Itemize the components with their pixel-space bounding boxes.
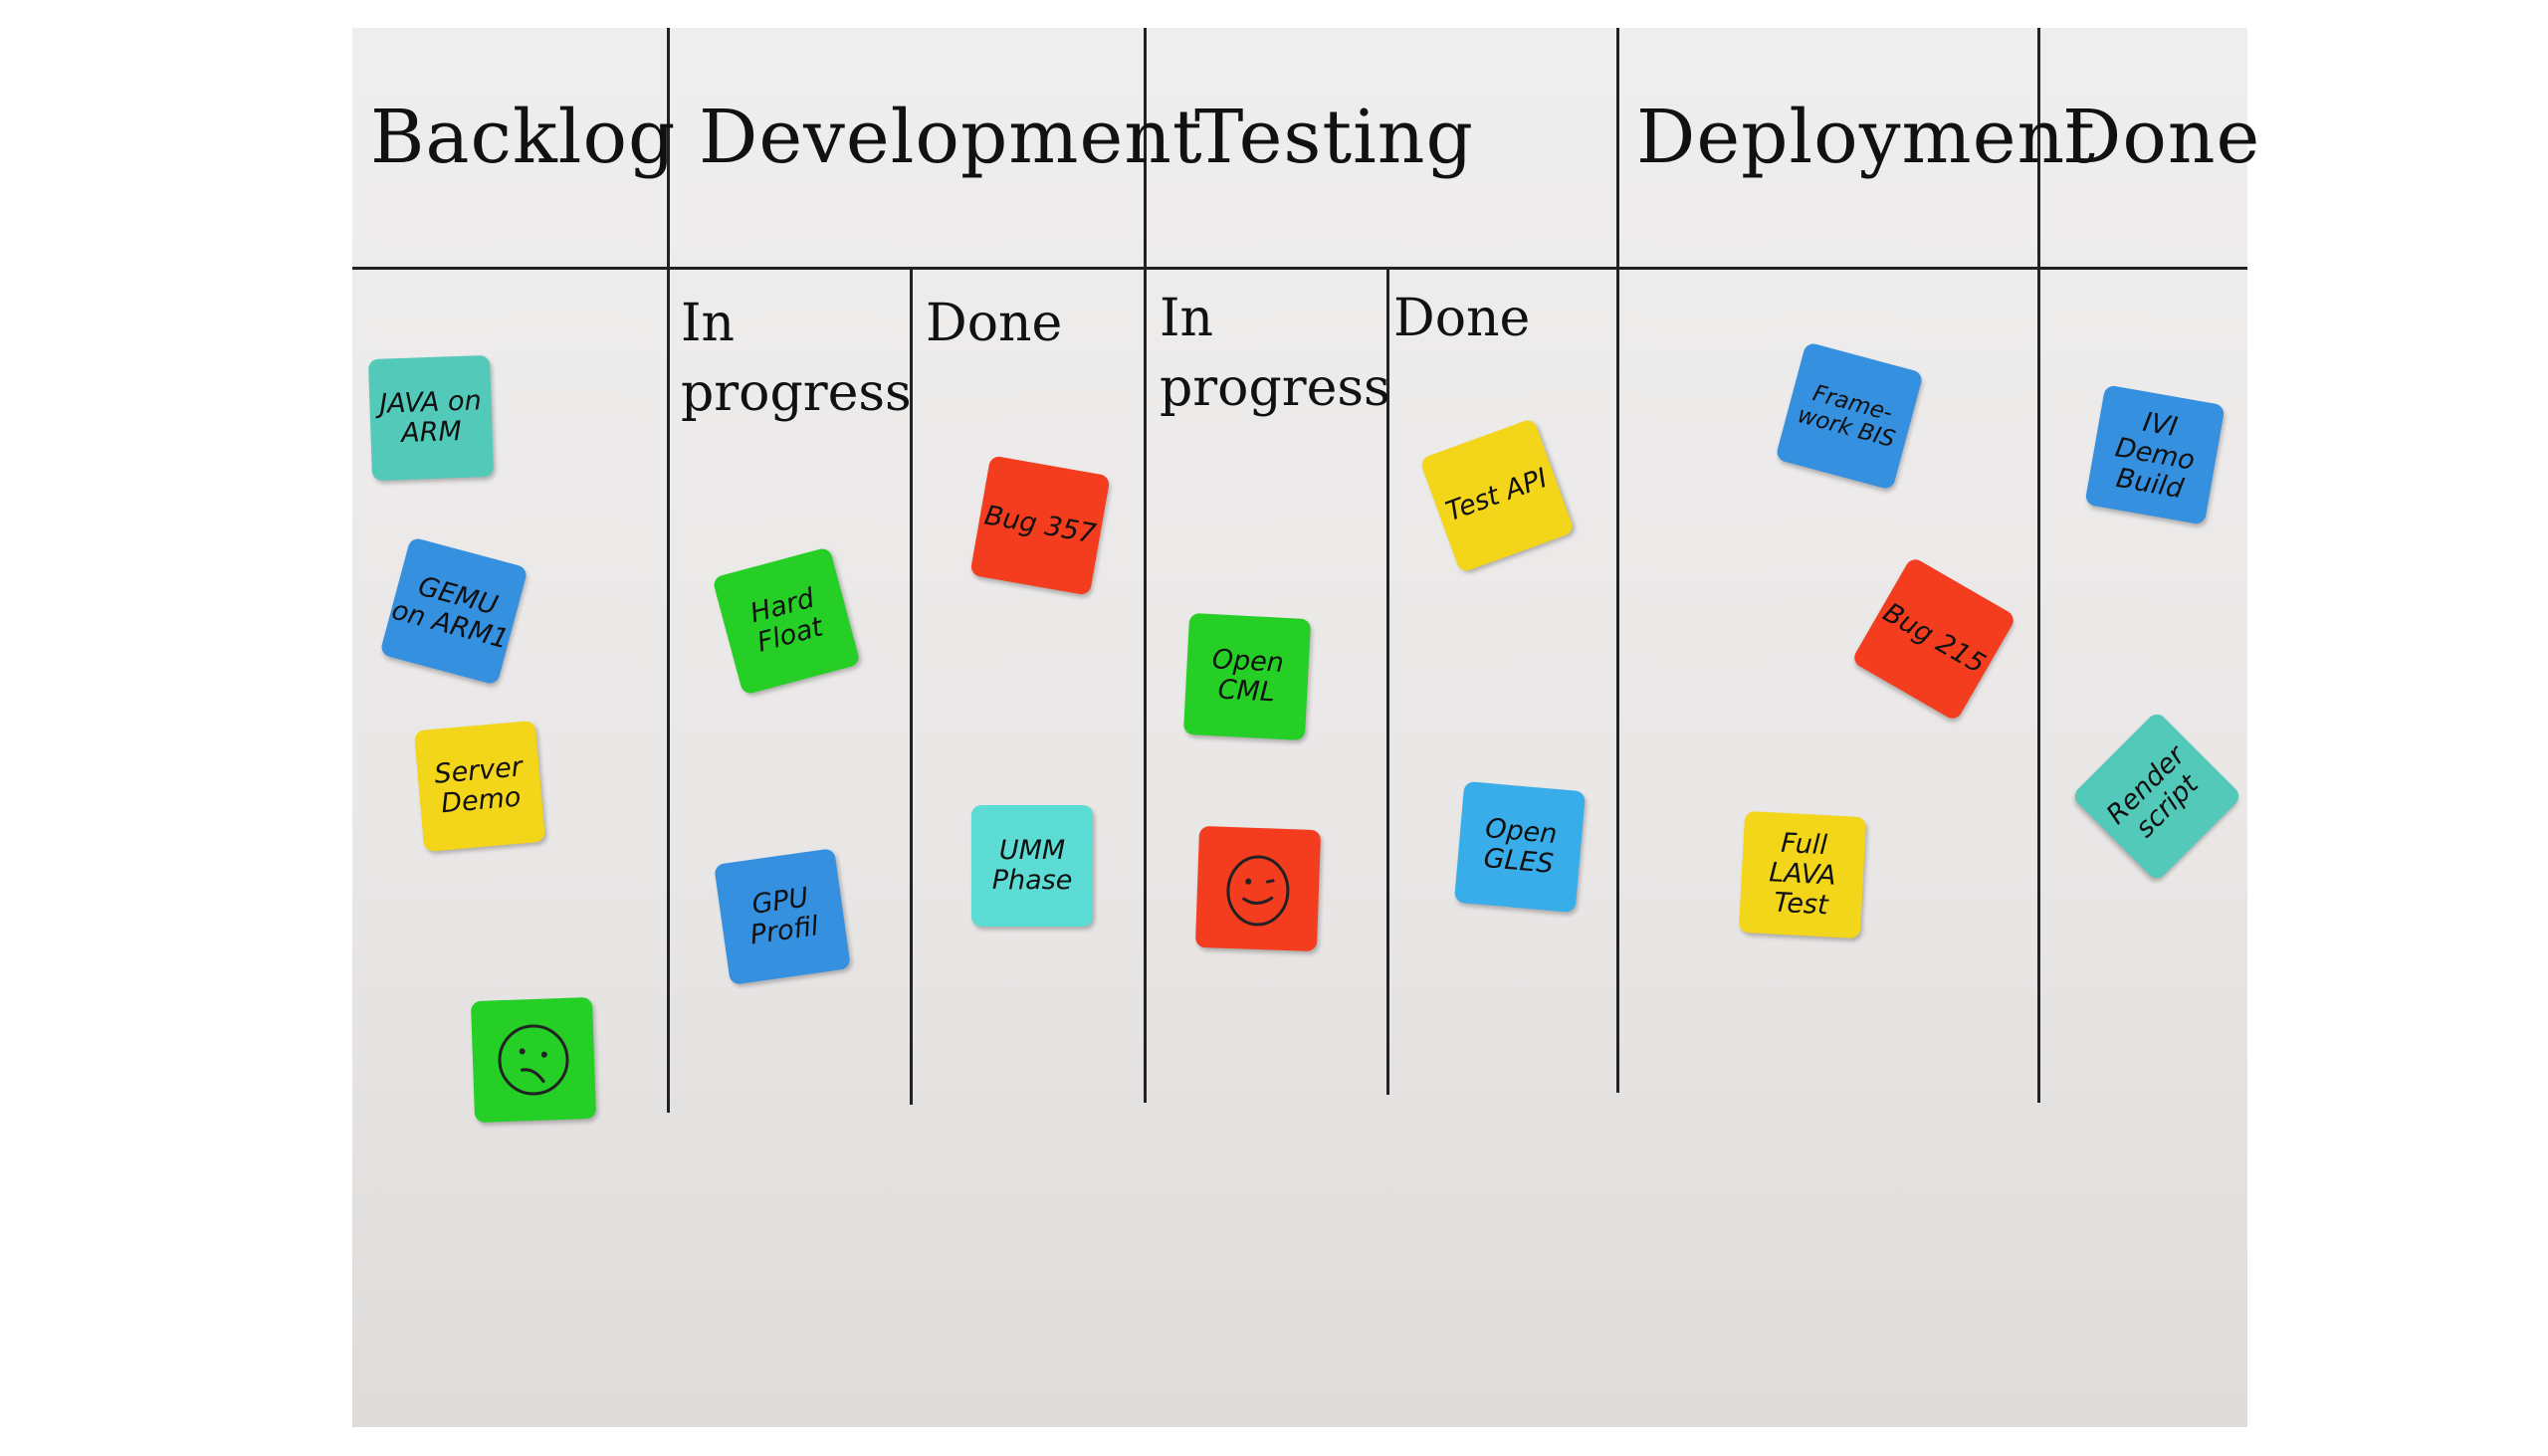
column-header-development: Development (699, 95, 1203, 180)
note-text: Bug 215 (1877, 596, 1991, 681)
column-header-done: Done (2062, 95, 2261, 180)
column-header-backlog: Backlog (370, 95, 677, 180)
column-header-deployment: Deployment (1636, 95, 2096, 180)
column-divider (1144, 28, 1147, 1103)
subheader-test-done: Done (1393, 289, 1531, 348)
sticky-note[interactable] (470, 996, 597, 1124)
subheader-test-in-progress: In progress (1160, 289, 1390, 418)
note-text: Test API (1441, 462, 1552, 528)
sticky-note[interactable]: Full LAVA Test (1738, 810, 1867, 939)
sticky-note[interactable]: Server Demo (413, 720, 546, 853)
note-text: IVI Demo Build (2112, 406, 2198, 506)
note-text: UMM Phase (991, 835, 1073, 896)
note-text: Frame-work BIS (1795, 380, 1898, 454)
note-text: GPU Profil (747, 882, 821, 951)
sticky-note[interactable]: IVI Demo Build (2084, 384, 2226, 525)
sticky-note[interactable] (1194, 825, 1322, 952)
column-divider (667, 28, 670, 1113)
note-text: Bug 357 (981, 500, 1099, 550)
note-text: Open CML (1210, 644, 1285, 709)
smiley-face-icon (1226, 855, 1290, 927)
sticky-note[interactable]: Open CML (1182, 612, 1312, 741)
column-divider (2037, 28, 2040, 1103)
sticky-note[interactable]: GPU Profil (714, 848, 851, 985)
sad-face-icon (498, 1024, 569, 1096)
subcolumn-divider (910, 269, 913, 1105)
subcolumn-divider (1386, 269, 1389, 1095)
note-text: Hard Float (746, 582, 826, 659)
sticky-note[interactable]: UMM Phase (971, 805, 1093, 927)
column-divider (1616, 28, 1619, 1093)
note-text: JAVA on ARM (378, 385, 483, 450)
subheader-dev-done: Done (926, 294, 1063, 353)
column-header-testing: Testing (1194, 95, 1474, 180)
note-text: Open GLES (1482, 812, 1559, 880)
note-text: Full LAVA Test (1768, 827, 1837, 922)
sticky-note[interactable]: JAVA on ARM (367, 354, 495, 482)
header-divider (352, 267, 2247, 270)
subheader-dev-in-progress: In progress (681, 294, 912, 423)
sticky-note[interactable]: Open GLES (1453, 780, 1587, 914)
note-text: Server Demo (433, 751, 525, 820)
sticky-note[interactable]: Bug 357 (969, 455, 1111, 596)
note-text: GEMU on ARM1 (388, 570, 513, 656)
